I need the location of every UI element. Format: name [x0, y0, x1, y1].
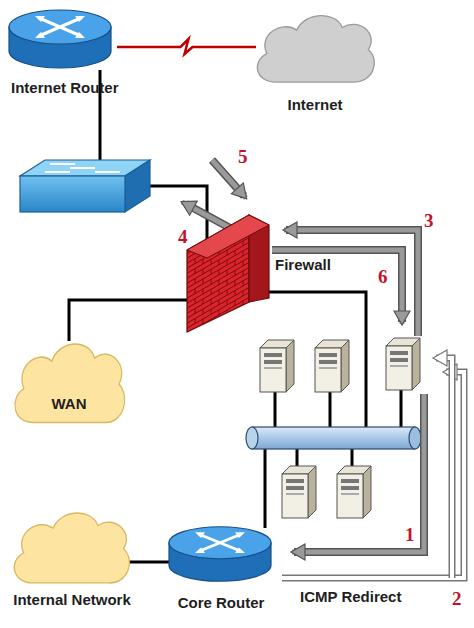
network-cloud: Internal Network — [3, 505, 141, 613]
switch-icon — [20, 160, 150, 212]
router-node: Internet Router — [5, 5, 123, 125]
router-icon — [5, 5, 115, 73]
drawing-part — [187, 215, 269, 258]
drawing-part — [235, 532, 245, 538]
drawing-part — [45, 164, 120, 172]
drawing-part — [296, 448, 299, 466]
node-label: WAN — [8, 395, 130, 412]
drawing-part — [14, 513, 129, 583]
drawing-part — [35, 16, 85, 38]
drawing-part — [125, 160, 150, 212]
callout-number: 6 — [378, 266, 388, 288]
drawing-part — [337, 466, 371, 518]
server-icons — [260, 338, 420, 518]
callout-number: 1 — [405, 524, 415, 546]
drawing-part — [235, 547, 245, 553]
drawing-part — [45, 171, 70, 173]
router-node: Core Router — [163, 522, 279, 618]
drawing-part — [282, 372, 464, 578]
drawing-part — [272, 250, 402, 324]
node-label: Core Router — [163, 594, 279, 611]
drawing-part — [434, 358, 452, 578]
network-link — [117, 39, 256, 54]
drawing-part — [39, 18, 81, 36]
callout-number: 3 — [424, 210, 434, 232]
drawing-part — [70, 167, 95, 169]
drawing-part — [292, 394, 424, 552]
drawing-part — [195, 532, 205, 538]
node-label: Internet — [250, 96, 380, 113]
drawing-part — [246, 427, 258, 449]
drawing-part — [284, 230, 418, 336]
drawing-part — [35, 16, 45, 22]
drawing-part — [39, 18, 81, 36]
drawing-part — [9, 10, 111, 44]
drawing-part — [386, 338, 420, 390]
cloud-shape — [8, 335, 130, 427]
drawing-part — [169, 527, 271, 559]
drawing-part — [252, 427, 415, 449]
drawing-part — [294, 394, 424, 552]
cloud-shape — [250, 8, 380, 86]
firewall-icon — [183, 210, 273, 335]
drawing-part — [260, 340, 294, 392]
drawing-part — [282, 466, 316, 518]
drawing-part — [75, 32, 85, 38]
arrow-label: ICMP Redirect — [300, 588, 401, 605]
callout-number: 4 — [178, 226, 188, 248]
drawing-part — [400, 390, 403, 430]
drawing-part — [35, 32, 45, 38]
drawing-part — [282, 372, 464, 578]
firewall-node: Firewall — [183, 210, 348, 335]
drawing-part — [199, 534, 241, 551]
drawing-part — [95, 171, 120, 173]
callout-number: 2 — [452, 588, 462, 610]
drawing-part — [409, 427, 421, 449]
drawing-part — [75, 16, 85, 22]
drawing-part — [436, 358, 452, 578]
drawing-part — [199, 534, 241, 551]
drawing-part — [315, 340, 349, 392]
network-cloud: Internet — [250, 8, 380, 118]
drawing-part — [264, 448, 267, 528]
drawing-part — [272, 250, 402, 322]
drawing-part — [329, 392, 332, 430]
drawing-part — [39, 18, 81, 36]
cloud-shape — [7, 505, 135, 587]
icmp-redirect-arrow — [282, 358, 464, 578]
router-icon — [165, 522, 275, 586]
network-bus — [246, 427, 421, 449]
drawing-part — [50, 163, 75, 165]
network-cloud: WAN — [8, 335, 130, 427]
drawing-part — [195, 547, 205, 553]
callout-number: 5 — [238, 146, 248, 168]
drawing-part — [182, 202, 230, 228]
drawing-part — [274, 392, 277, 430]
node-label: Internal Network — [3, 591, 141, 608]
network-link — [69, 300, 191, 341]
drawing-part — [351, 448, 354, 466]
drawing-part — [195, 532, 245, 553]
drawing-part — [20, 176, 125, 212]
drawing-part — [199, 534, 241, 551]
traffic-arrow — [182, 160, 424, 552]
node-label: Firewall — [275, 256, 347, 273]
node-label: Internet Router — [11, 79, 123, 96]
drawing-part — [257, 16, 374, 83]
